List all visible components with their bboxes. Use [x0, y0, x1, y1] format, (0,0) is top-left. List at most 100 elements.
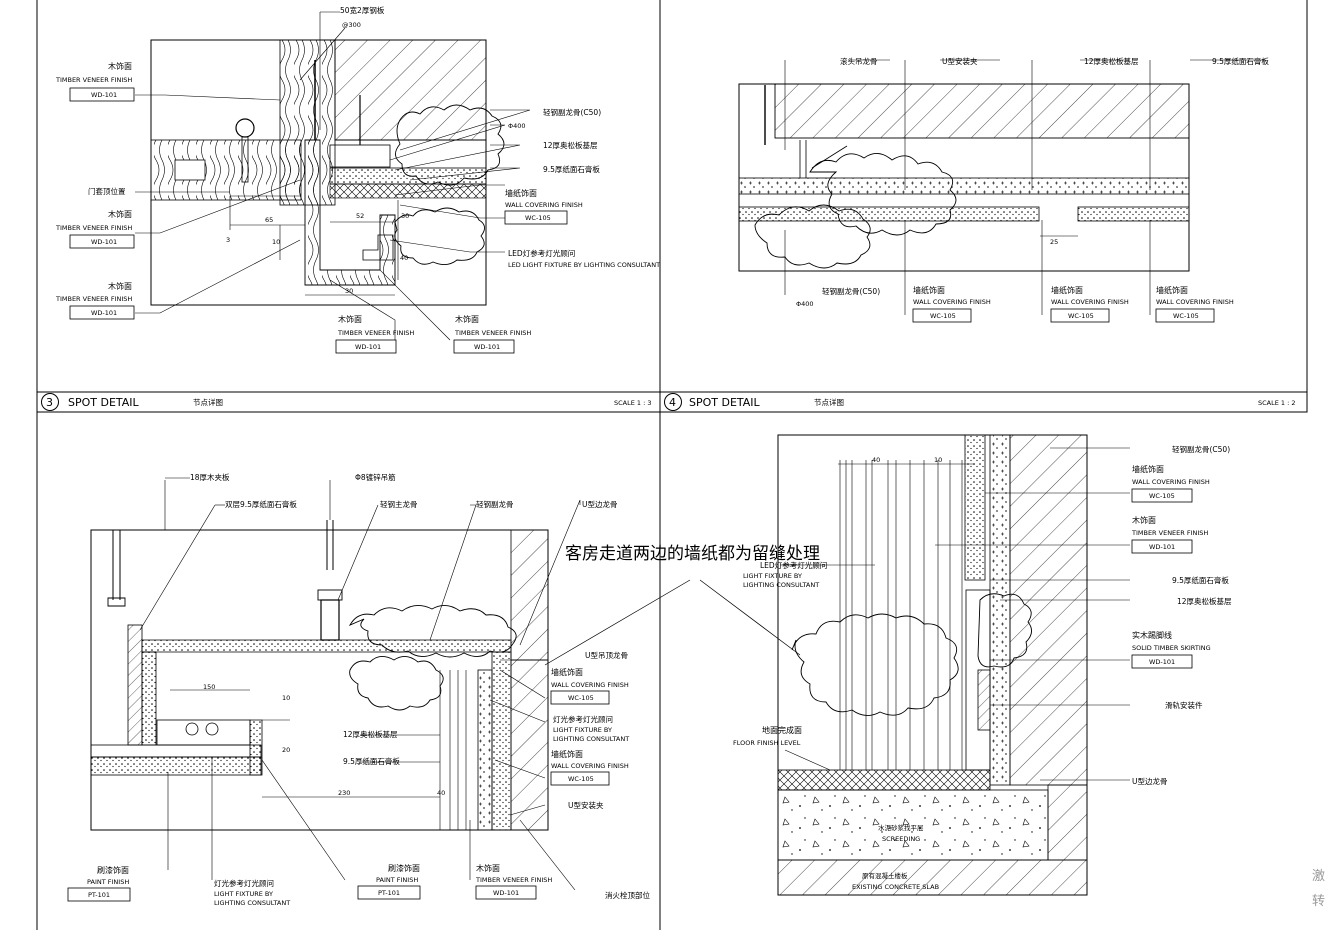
panel-3-detail: 18厚木夹板 双层9.5厚纸面石膏板 Φ8镀锌吊筋 轻钢主龙骨 轻钢副龙骨 U型… [67, 472, 650, 907]
p3-label-board12: 12厚奥松板基层 [343, 729, 398, 739]
p3-label-light-en1: LIGHT FIXTURE BY [553, 726, 612, 734]
p2-label-wire: 滚头吊龙骨 [840, 56, 878, 66]
p4-label-screed-en: SCREEDING [882, 835, 920, 843]
p3-code-wc-2: WC-105 [568, 775, 594, 783]
title-4-name: SPOT DETAIL [689, 396, 761, 409]
p4-code-box-wd-2 [1131, 654, 1193, 669]
p2-label-hook: U型安装夹 [942, 56, 978, 66]
p4-label-timber-cn: 木饰面 [1132, 515, 1156, 525]
p4-label-slab-en: EXISTING CONCRETE SLAB [852, 883, 939, 891]
p3-label-timber-cn: 木饰面 [476, 863, 500, 873]
p1-dim-2: 10 [272, 238, 280, 246]
note-text: 客房走道两边的墙纸都为留缝处理 [565, 544, 820, 564]
p1-code-wd-5: WD-101 [474, 343, 500, 351]
p3-label-u-hang: U型吊顶龙骨 [585, 650, 628, 660]
p3-label-wall-cn-2: 墙纸饰面 [551, 749, 583, 759]
p1-code-box-4 [335, 339, 397, 354]
p1-dim-5: 40 [400, 254, 408, 262]
title-bar-3: 3 SPOT DETAIL 节点详图 SCALE 1 : 3 [36, 391, 661, 413]
p1-code-box-2 [69, 234, 135, 249]
p3-label-timber-en: TIMBER VENEER FINISH [475, 876, 552, 884]
p4-dim-0: 40 [872, 456, 880, 464]
p2-code-wc-1: WC-105 [930, 312, 956, 320]
p3-code-box-pt-2 [357, 885, 421, 900]
p1-label-timber-en-4: TIMBER VENEER FINISH [337, 329, 414, 337]
p4-label-slab-cn: 原有混凝土楼板 [862, 871, 908, 880]
p2-dim-0: 25 [1050, 238, 1058, 246]
p3-label-paint-cn-1: 刷漆饰面 [97, 865, 129, 875]
p1-dim-0: 65 [265, 216, 273, 224]
p1-label-door: 门套顶位置 [88, 186, 126, 196]
p3-code-box-wc-1 [550, 690, 610, 705]
p3-label-light-en2-2: LIGHTING CONSULTANT [214, 899, 290, 907]
p1-label-timber-cn-1: 木饰面 [108, 61, 132, 71]
p2-code-wc-3: WC-105 [1173, 312, 1199, 320]
p1-label-timber-en-2: TIMBER VENEER FINISH [55, 224, 132, 232]
p1-code-box-1 [69, 87, 135, 102]
title-4-scale: SCALE 1 : 2 [1258, 399, 1296, 407]
p3-label-board95b: 双层9.5厚纸面石膏板 [225, 499, 297, 509]
p4-code-wd-1: WD-101 [1149, 543, 1175, 551]
p3-label-sprinkler: 消火栓顶部位 [605, 890, 650, 900]
p1-code-box-3 [69, 305, 135, 320]
p4-label-light-en1: LIGHT FIXTURE BY [743, 572, 802, 580]
p1-code-wd-4: WD-101 [355, 343, 381, 351]
p1-dim-3: 52 [356, 212, 364, 220]
side-char-1: 激 [1312, 869, 1325, 884]
p2-label-board12: 12厚奥松板基层 [1084, 56, 1139, 66]
p1-label-board95: 9.5厚纸面石膏板 [543, 164, 600, 174]
sheet-frame [36, 0, 1308, 930]
p3-label-paint-en-1: PAINT FINISH [87, 878, 129, 886]
p2-label-keel: 轻钢副龙骨(C50) [822, 286, 880, 296]
p1-label-led-cn: LED灯参考灯光顾问 [508, 248, 575, 258]
p4-label-slot: 滑轨安装件 [1165, 700, 1203, 710]
p2-code-wc-2: WC-105 [1068, 312, 1094, 320]
p1-label-timber-en-3: TIMBER VENEER FINISH [55, 295, 132, 303]
p3-label-paint-en-2: PAINT FINISH [376, 876, 418, 884]
p3-code-box-wc-2 [550, 771, 610, 786]
panel-2-detail: 滚头吊龙骨 U型安装夹 12厚奥松板基层 9.5厚纸面石膏板 轻钢副龙骨(C50… [738, 56, 1269, 323]
p1-label-board12: 12厚奥松板基层 [543, 140, 598, 150]
p3-label-wall-en-1: WALL COVERING FINISH [551, 681, 629, 689]
panel-4-detail: 轻钢副龙骨(C50) 墙纸饰面 WALL COVERING FINISH WC-… [733, 434, 1232, 896]
p1-label-steel-spacing: @300 [342, 21, 361, 29]
p1-label-timber-cn-3: 木饰面 [108, 281, 132, 291]
p3-label-u-keel: U型边龙骨 [582, 499, 618, 509]
p1-dim-1: 3 [226, 236, 230, 244]
p3-label-keel2: 轻钢主龙骨 [380, 499, 418, 509]
p4-label-timber-en: TIMBER VENEER FINISH [1131, 529, 1208, 537]
p4-code-wd-2: WD-101 [1149, 658, 1175, 666]
p1-code-wd-1: WD-101 [91, 91, 117, 99]
p4-code-box-wd-1 [1131, 539, 1193, 554]
leaders-panel-4 [780, 447, 1130, 781]
leaders-panel-1 [135, 27, 531, 341]
p4-label-light-en2: LIGHTING CONSULTANT [743, 581, 819, 589]
p3-code-box-pt-1 [67, 887, 131, 902]
p3-code-pt-1: PT-101 [88, 891, 110, 899]
p3-label-light-en1-2: LIGHT FIXTURE BY [214, 890, 273, 898]
p3-code-pt-2: PT-101 [378, 889, 400, 897]
p3-label-light-cn-2: 灯光参考灯光顾问 [214, 878, 274, 888]
p4-label-skirting-en: SOLID TIMBER SKIRTING [1132, 644, 1211, 652]
p3-dim-4: 40 [437, 789, 445, 797]
leaders-panel-2 [784, 59, 1265, 315]
p3-label-board95: 9.5厚纸面石膏板 [343, 756, 400, 766]
p3-label-wall-en-2: WALL COVERING FINISH [551, 762, 629, 770]
p1-code-box-wc [504, 210, 568, 225]
p1-code-wd-2: WD-101 [91, 238, 117, 246]
p1-label-phi400: Φ400 [508, 122, 526, 130]
p3-label-light-en2: LIGHTING CONSULTANT [553, 735, 629, 743]
p1-label-keel: 轻钢副龙骨(C50) [543, 107, 601, 117]
p4-label-screed-cn: 水泥砂浆找平层 [878, 823, 924, 832]
p1-label-wall-cn: 墙纸饰面 [505, 188, 537, 198]
leaders-panel-3 [139, 477, 581, 891]
p1-dim-4: 30 [401, 212, 409, 220]
p2-code-box-2 [1050, 308, 1110, 323]
p2-label-wall-en-1: WALL COVERING FINISH [913, 298, 991, 306]
title-3-num: 3 [46, 396, 53, 409]
p4-label-board95: 9.5厚纸面石膏板 [1172, 575, 1229, 585]
p2-label-wall-en-3: WALL COVERING FINISH [1156, 298, 1234, 306]
p1-label-steel: 50宽2厚钢板 [340, 5, 385, 15]
p3-label-keel3: 轻钢副龙骨 [476, 499, 514, 509]
